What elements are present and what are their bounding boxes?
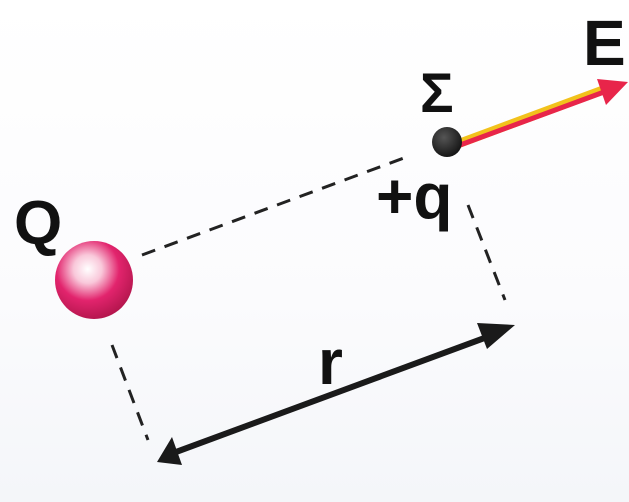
- field-vector-arrow: [447, 79, 628, 151]
- distance-arrowhead-left: [157, 437, 182, 465]
- test-charge-dot: [432, 127, 462, 157]
- field-vector-shaft: [449, 89, 607, 151]
- source-charge-sphere: [55, 241, 133, 319]
- dashed-line-q-to-test-charge: [141, 153, 413, 257]
- label-source-charge: Q: [14, 189, 62, 258]
- distance-arrowhead-right: [477, 323, 515, 349]
- distance-arrow: [157, 323, 515, 465]
- dashed-perpendicular-q: [110, 344, 150, 441]
- label-test-point: Σ: [420, 61, 454, 124]
- dashed-perpendicular-test-charge: [466, 204, 507, 301]
- label-test-charge: +q: [376, 160, 452, 232]
- label-field-vector: E: [583, 7, 626, 79]
- label-distance: r: [318, 326, 343, 398]
- field-vector-arrowhead: [597, 79, 628, 105]
- distance-arrow-shaft: [174, 330, 500, 455]
